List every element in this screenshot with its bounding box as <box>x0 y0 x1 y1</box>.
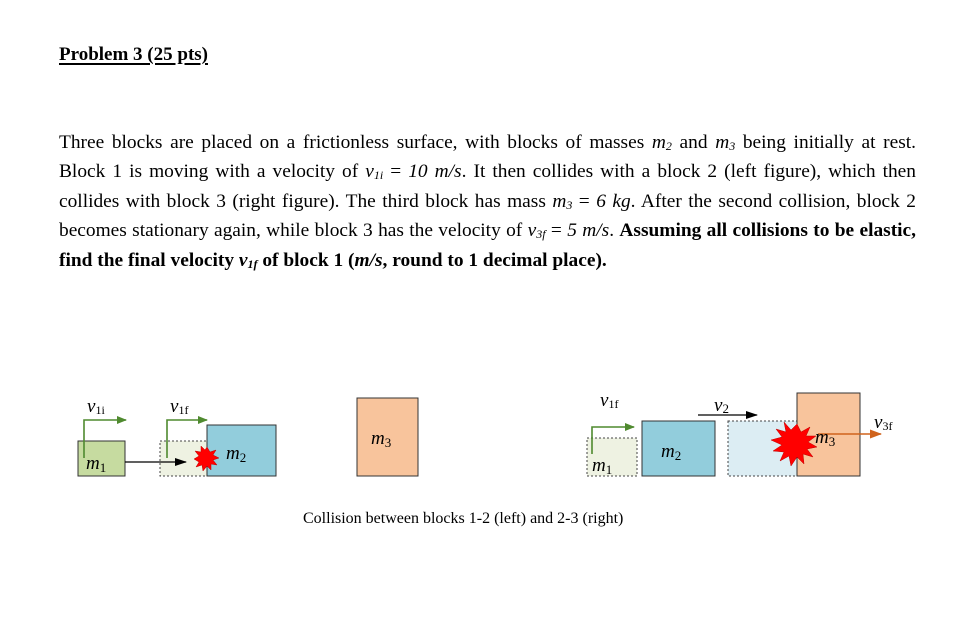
block-m1 <box>77 440 126 477</box>
velocity-arrow-v1i-icon <box>83 416 127 458</box>
svg-text:m2: m2 <box>661 441 681 463</box>
collision-burst-icon <box>193 445 220 472</box>
velocity-arrow-v1f-icon <box>166 416 208 458</box>
svg-text:v1f: v1f <box>170 396 188 417</box>
svg-text:v2: v2 <box>714 395 729 416</box>
svg-text:m3: m3 <box>815 427 835 449</box>
block-m2 <box>641 420 716 477</box>
svg-text:v1i: v1i <box>87 396 105 417</box>
var-m3: m <box>715 132 730 153</box>
velocity-arrow-v1f-icon <box>591 423 635 454</box>
svg-text:m1: m1 <box>592 455 612 477</box>
figure-caption: Collision between blocks 1-2 (left) and … <box>303 510 624 527</box>
problem-statement: Three blocks are placed on a frictionles… <box>59 132 917 271</box>
problem-title: Problem 3 (25 pts) <box>59 44 208 65</box>
block-m2 <box>206 424 277 477</box>
svg-text:m3: m3 <box>371 428 391 450</box>
value-v1i: 10 m/s <box>408 161 462 183</box>
left-figure: v1i v1f m1 m2 m3 <box>66 396 452 479</box>
right-figure: v1f v2 v3f m1 m2 m3 <box>487 390 896 478</box>
collision-burst-icon <box>770 421 818 467</box>
value-m3: 6 kg <box>596 190 631 212</box>
question-bold: Assuming all collisions to be elastic, f… <box>59 220 917 271</box>
svg-text:v1f: v1f <box>600 390 618 411</box>
svg-text:m2: m2 <box>226 443 246 465</box>
svg-text:v3f: v3f <box>874 412 892 433</box>
block-m1-ghost <box>586 437 638 477</box>
var-m2: m <box>651 132 666 153</box>
svg-text:m1: m1 <box>86 453 106 475</box>
block-m3 <box>356 397 419 477</box>
value-v3f: 5 m/s <box>567 220 610 242</box>
var-v1i: v <box>365 161 374 183</box>
